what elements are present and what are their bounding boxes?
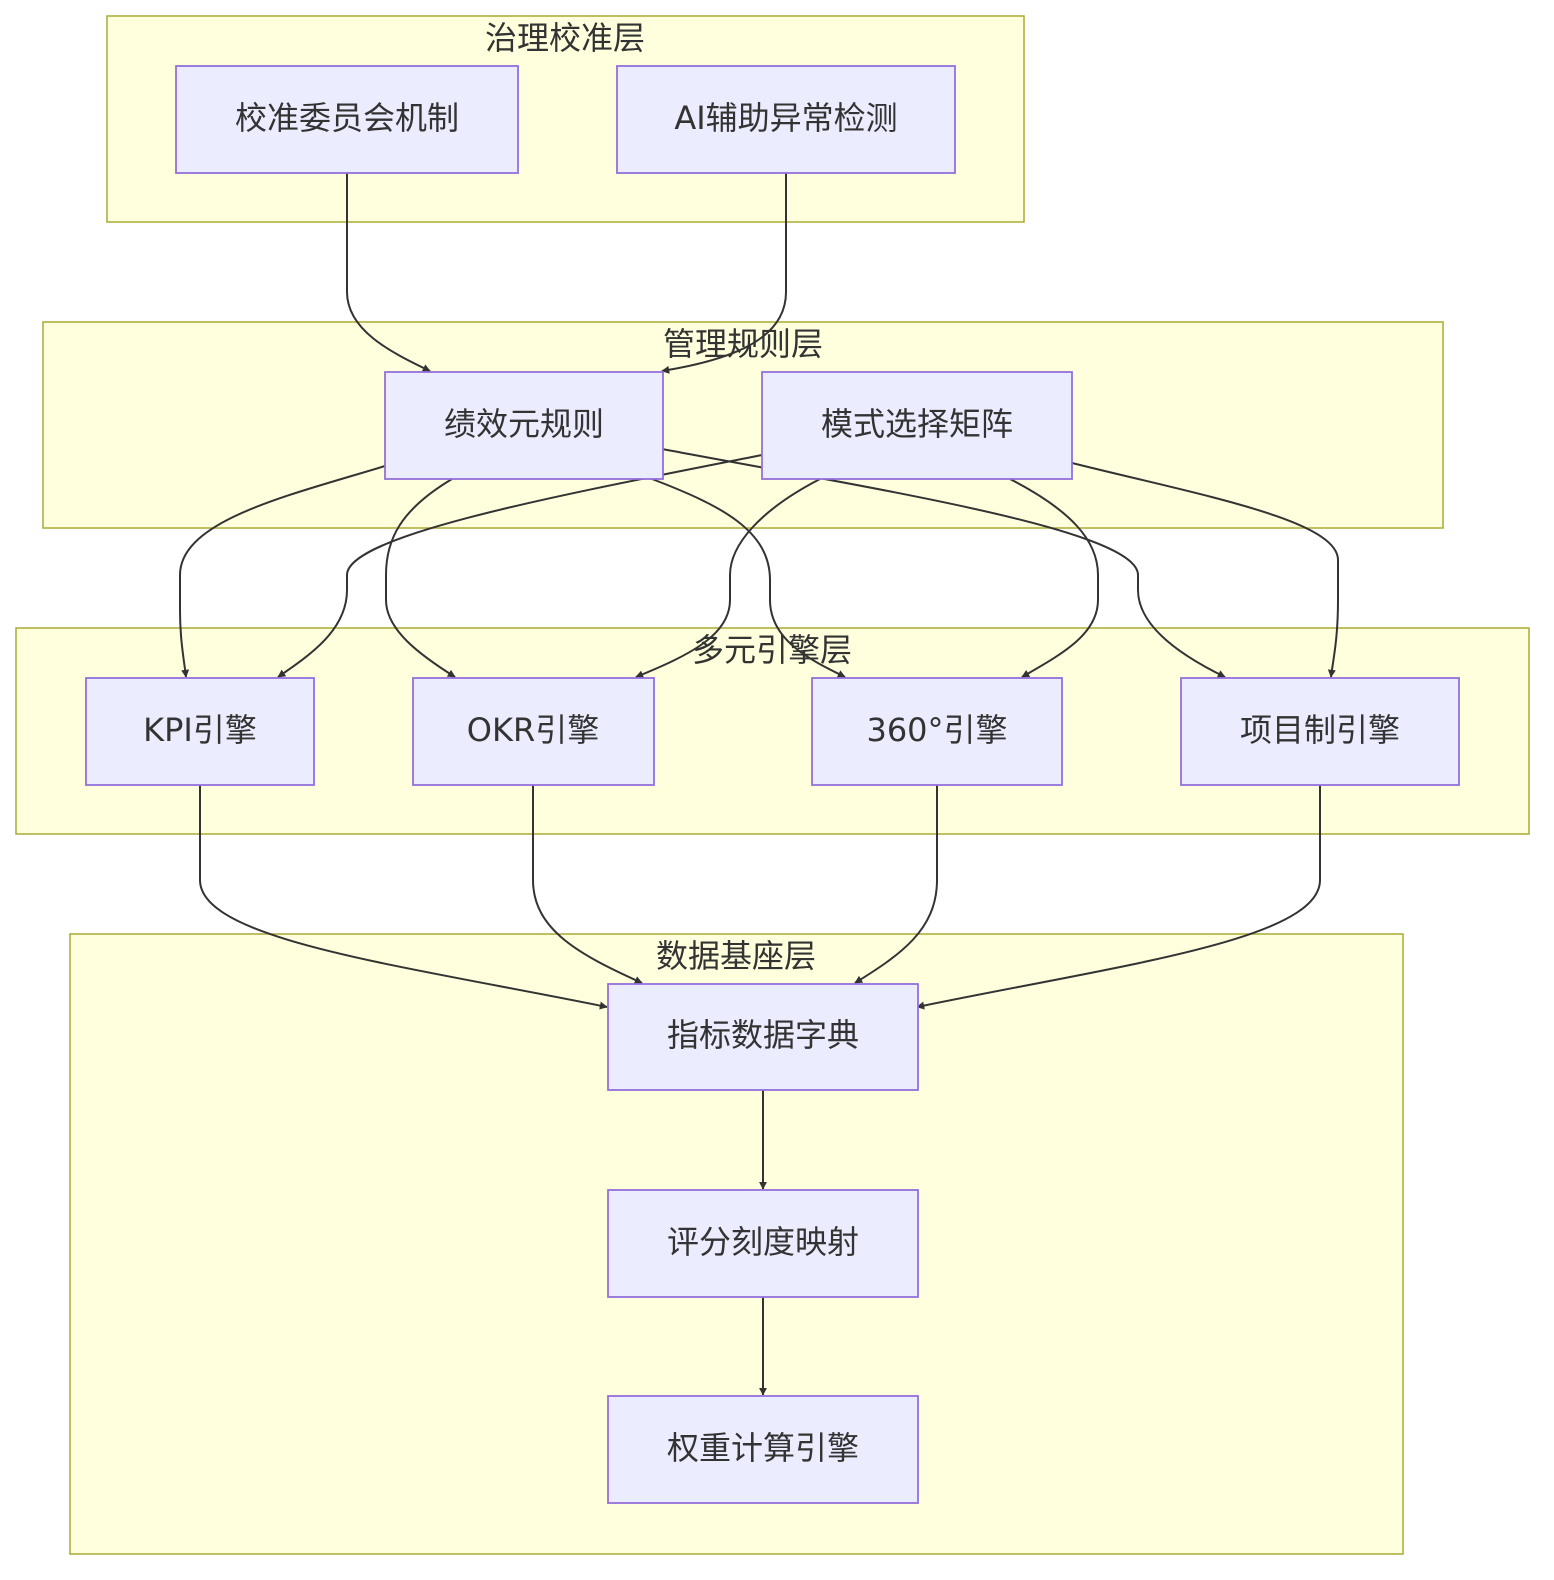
edge-mode-matrix-to-okr [635, 478, 821, 678]
node-meta-rules-label: 绩效元规则 [444, 405, 604, 443]
node-weight-engine[interactable]: 权重计算引擎 [607, 1395, 919, 1504]
node-calibration-committee[interactable]: 校准委员会机制 [175, 65, 519, 174]
layer-rules: 管理规则层 [42, 321, 1444, 529]
edge-mode-matrix-to-360 [1009, 478, 1099, 678]
node-ai-anomaly-detection-label: AI辅助异常检测 [674, 99, 897, 137]
node-kpi-engine[interactable]: KPI引擎 [85, 677, 315, 786]
node-score-mapping-label: 评分刻度映射 [667, 1223, 859, 1261]
node-okr-engine[interactable]: OKR引擎 [412, 677, 655, 786]
node-kpi-engine-label: KPI引擎 [143, 711, 257, 749]
layer-data-title: 数据基座层 [656, 937, 816, 975]
layer-engines-title: 多元引擎层 [692, 631, 852, 669]
node-indicator-dictionary[interactable]: 指标数据字典 [607, 983, 919, 1091]
node-project-engine[interactable]: 项目制引擎 [1180, 677, 1460, 786]
edge-okr-to-dictionary [532, 785, 643, 984]
edge-kpi-to-dictionary [199, 785, 608, 1010]
node-meta-rules[interactable]: 绩效元规则 [384, 371, 664, 480]
node-360-engine-label: 360°引擎 [866, 711, 1007, 749]
node-ai-anomaly-detection[interactable]: AI辅助异常检测 [616, 65, 956, 174]
edges [179, 173, 1339, 1396]
edge-mode-matrix-to-project [1071, 462, 1339, 678]
edge-meta-rules-to-kpi [179, 465, 386, 678]
node-360-engine[interactable]: 360°引擎 [811, 677, 1063, 786]
node-mode-matrix[interactable]: 模式选择矩阵 [761, 371, 1073, 480]
edge-meta-rules-to-okr [385, 478, 456, 678]
node-weight-engine-label: 权重计算引擎 [667, 1429, 859, 1467]
node-okr-engine-label: OKR引擎 [467, 711, 599, 749]
layer-governance-title: 治理校准层 [485, 19, 645, 57]
edge-ai-to-meta-rules [661, 173, 787, 374]
node-mode-matrix-label: 模式选择矩阵 [821, 405, 1013, 443]
edge-meta-rules-to-360 [651, 478, 846, 678]
node-project-engine-label: 项目制引擎 [1240, 711, 1400, 749]
layer-rules-title: 管理规则层 [663, 325, 823, 363]
node-score-mapping[interactable]: 评分刻度映射 [607, 1189, 919, 1298]
edge-360-to-dictionary [854, 785, 938, 984]
edge-mode-matrix-to-kpi [277, 454, 763, 678]
edge-project-to-dictionary [916, 785, 1321, 1010]
node-calibration-committee-label: 校准委员会机制 [235, 99, 459, 137]
edge-committee-to-meta-rules [346, 173, 431, 372]
node-indicator-dictionary-label: 指标数据字典 [667, 1016, 859, 1054]
